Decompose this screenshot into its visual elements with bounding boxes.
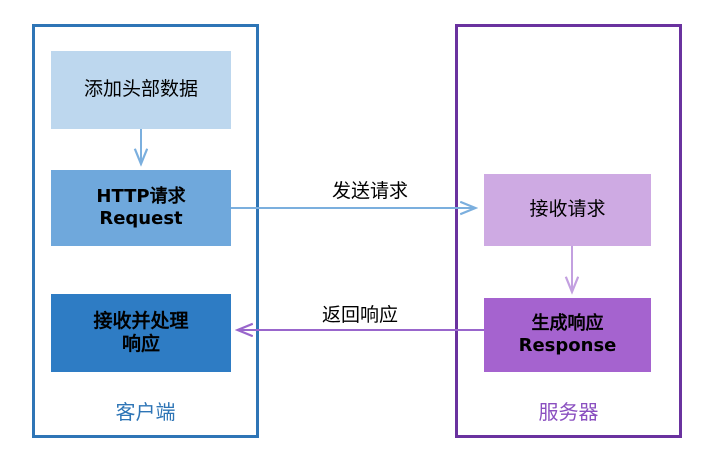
box-label-receive-request: 接收请求 xyxy=(529,198,606,221)
box-label-generate-response-line1: 生成响应 xyxy=(531,313,604,335)
box-label-process-response-line1: 接收并处理 xyxy=(93,309,189,332)
box-label-process-response-line2: 响应 xyxy=(121,333,160,355)
box-label-generate-response-line2: Response xyxy=(518,335,617,356)
box-label-add-header: 添加头部数据 xyxy=(83,78,198,101)
client-panel-caption: 客户端 xyxy=(115,400,176,424)
box-label-http-request-line2: Request xyxy=(99,208,183,229)
process-box-generate-response[interactable]: 生成响应 Response xyxy=(484,298,651,372)
process-box-receive-and-handle-response[interactable]: 接收并处理 响应 xyxy=(51,294,231,372)
process-box-http-request[interactable]: HTTP请求 Request xyxy=(51,170,231,246)
process-box-receive-request[interactable]: 接收请求 xyxy=(484,174,651,246)
server-panel-caption: 服务器 xyxy=(538,400,599,424)
process-box-add-header[interactable]: 添加头部数据 xyxy=(51,51,231,129)
box-label-http-request-line1: HTTP请求 xyxy=(96,186,186,208)
connector-label-send-request: 发送请求 xyxy=(331,180,408,202)
connector-label-return-response: 返回响应 xyxy=(321,304,398,326)
